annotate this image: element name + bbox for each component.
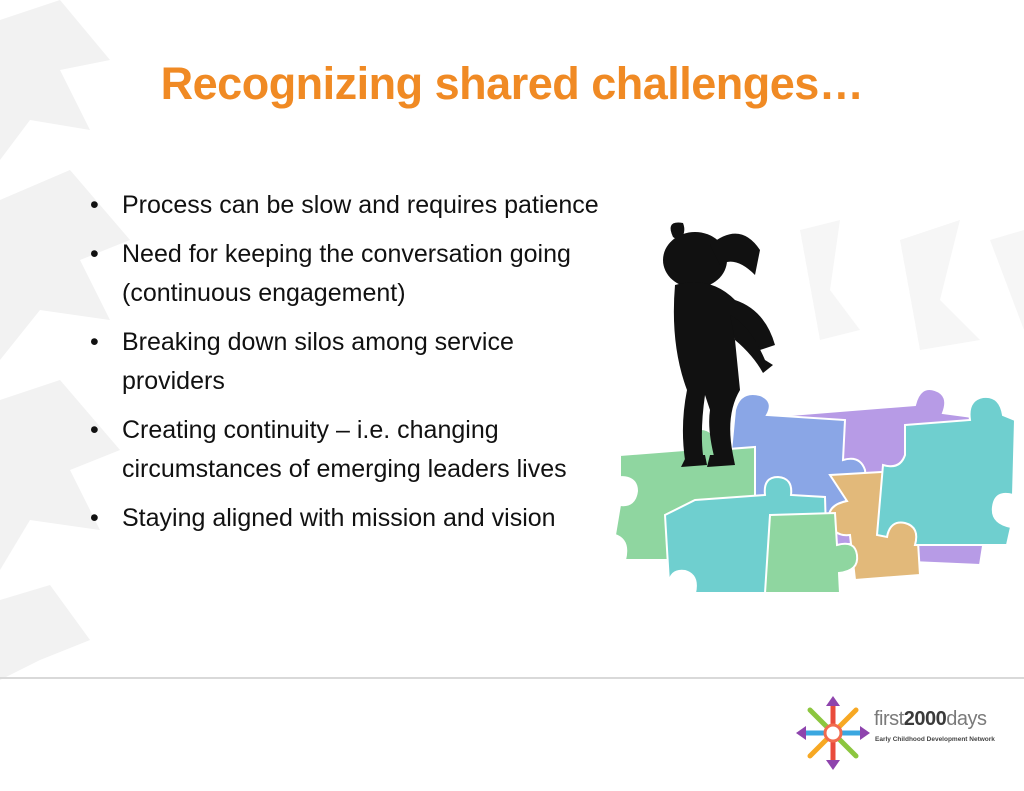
bullet-text: Breaking down silos among service provid… [122,328,514,395]
puzzle-piece-green-2 [763,511,859,594]
thinker-silhouette [663,222,775,467]
bullet-marker: • [90,504,99,532]
first-2000-days-logo: first2000days Early Childhood Developmen… [796,696,995,770]
bullet-marker: • [90,191,99,219]
bullet-text: Staying aligned with mission and vision [122,504,556,532]
bullet-marker: • [90,416,99,444]
background-pattern [0,0,130,680]
bullet-item: • Staying aligned with mission and vision [88,499,608,538]
bullet-item: • Breaking down silos among service provi… [88,323,608,401]
bullet-item: • Process can be slow and requires patien… [88,186,608,225]
slide-title: Recognizing shared challenges… [160,58,864,109]
logo-subtitle: Early Childhood Development Network [875,736,995,743]
bullet-marker: • [90,240,99,268]
bullet-marker: • [90,328,99,356]
puzzle-piece-teal-right [875,395,1017,546]
bullet-text: Need for keeping the conversation going … [122,240,571,307]
bullet-text: Creating continuity – i.e. changing circ… [122,416,567,483]
bullet-item: • Creating continuity – i.e. changing cir… [88,411,608,489]
bullet-list: • Process can be slow and requires patien… [88,186,608,548]
bullet-text: Process can be slow and requires patienc… [122,191,599,219]
bullet-item: • Need for keeping the conversation going… [88,235,608,313]
puzzle-thinker-illustration [615,222,1017,594]
logo-compass-icon [796,696,870,770]
logo-wordmark: first2000days [874,708,987,730]
footer-divider [0,677,1024,679]
